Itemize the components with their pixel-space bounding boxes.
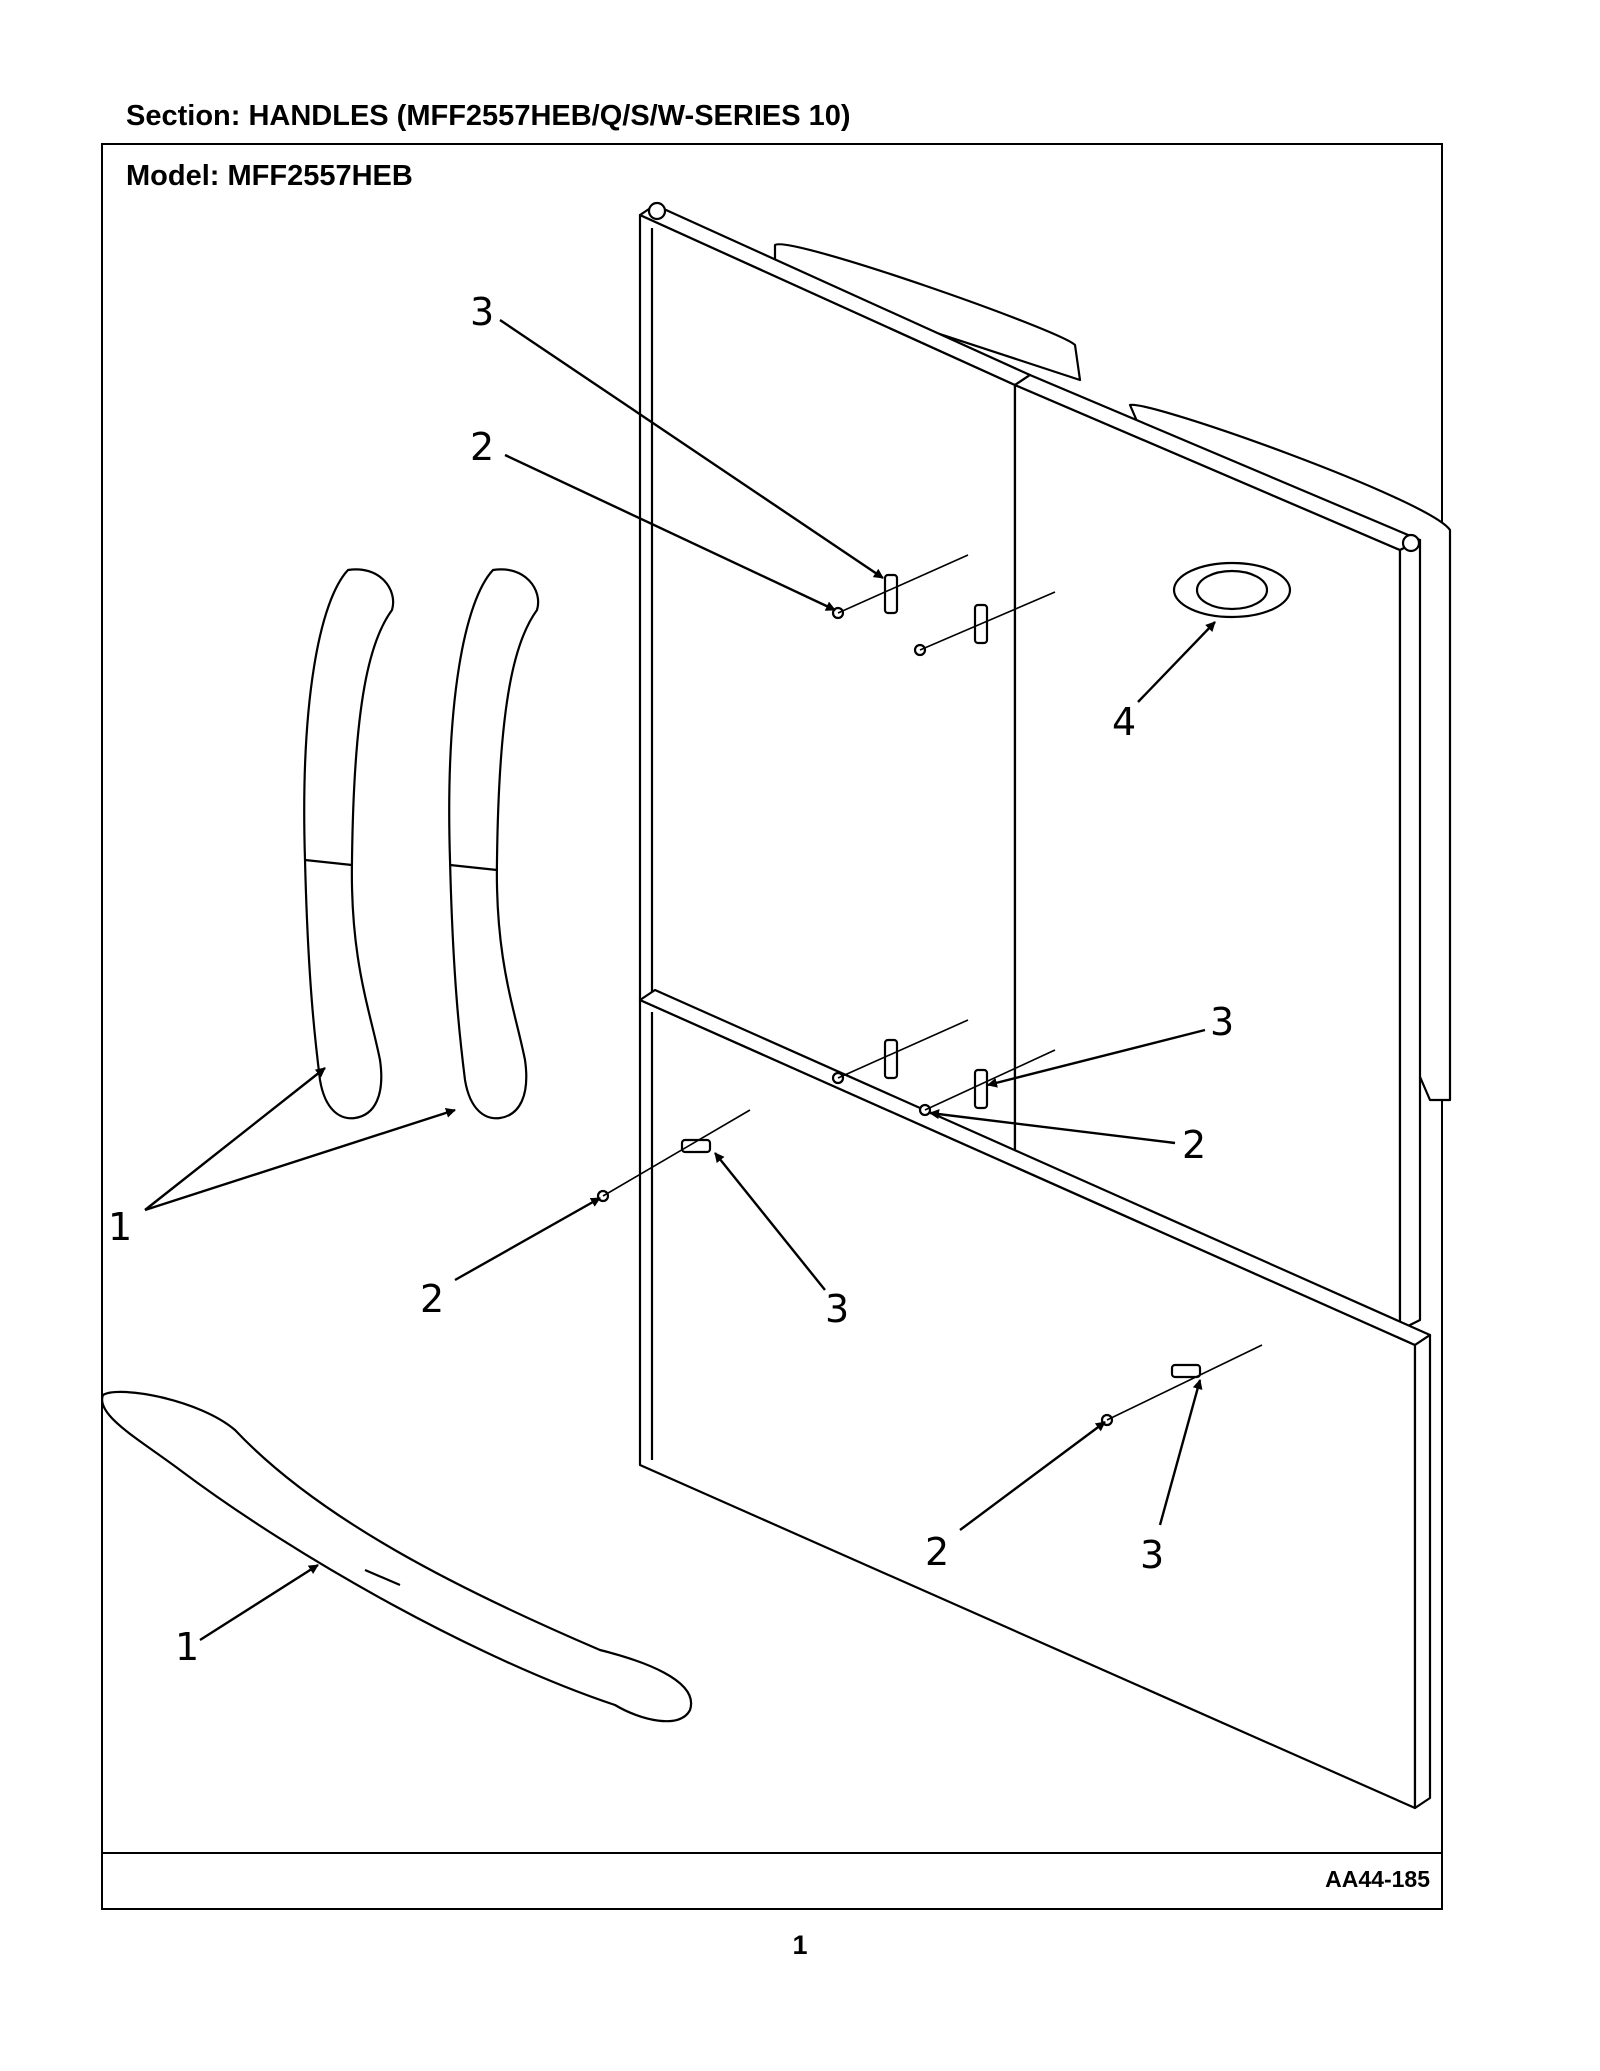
- left-door-rear-edge: [773, 243, 1082, 382]
- bracket-drawer-left: [680, 1138, 712, 1154]
- leader-screw-top-left: [504, 453, 836, 612]
- callout-handle-bottom: 1: [175, 1625, 199, 1669]
- axis-drawer-left: [602, 1109, 751, 1197]
- callout-bracket-drawer-left: 3: [825, 1287, 849, 1331]
- section-title: Section: HANDLES (MFF2557HEB/Q/S/W-SERIE…: [126, 100, 851, 132]
- drawer-handle-seam: [364, 1568, 401, 1587]
- callout-handle-left: 1: [108, 1205, 132, 1249]
- drawer-handle: [100, 1390, 693, 1723]
- center-door-handle-seam: [449, 863, 498, 872]
- callout-screw-drawer-right: 2: [925, 1530, 949, 1574]
- bracket-mid-right-door: [973, 1068, 989, 1110]
- callout-screw-drawer-left: 2: [420, 1277, 444, 1321]
- leader-bracket-drawer-left: [714, 1152, 826, 1291]
- page-number: 1: [792, 1930, 808, 1960]
- left-door-handle-seam: [304, 858, 353, 867]
- callout-bracket-top-left: 3: [470, 290, 494, 334]
- leader-screw-mid-right: [929, 1109, 1176, 1145]
- right-hinge-cap: [1401, 533, 1421, 553]
- axis-top-left: [837, 554, 969, 614]
- leader-handle-left-a: [144, 1067, 326, 1211]
- callout-screw-top-left: 2: [470, 425, 494, 469]
- leader-screw-drawer-left: [454, 1196, 601, 1282]
- axis-drawer-right: [1106, 1344, 1263, 1421]
- leader-bracket-drawer-right: [1158, 1379, 1203, 1526]
- leader-handle-bottom: [199, 1563, 319, 1642]
- axis-top-right: [919, 591, 1056, 651]
- bracket-mid-left-door: [883, 1038, 899, 1080]
- bracket-top-left-door: [883, 573, 899, 615]
- left-door-handle: [303, 568, 395, 1120]
- left-hinge-cap: [647, 201, 667, 221]
- freezer-drawer-side-edge: [1413, 1333, 1432, 1810]
- leader-bracket-mid-right: [987, 1028, 1206, 1088]
- axis-mid-left: [837, 1019, 969, 1079]
- model-label: Model: MFF2557HEB: [126, 160, 413, 192]
- leader-bracket-top-left: [499, 319, 884, 579]
- leader-emblem: [1137, 621, 1216, 703]
- diagram-code: AA44-185: [1325, 1866, 1430, 1892]
- emblem-badge: [1195, 569, 1269, 611]
- right-door-side-edge: [1398, 538, 1422, 1332]
- center-door-handle: [448, 568, 540, 1120]
- footer-divider: [101, 1852, 1443, 1854]
- leader-handle-left-b: [144, 1108, 456, 1212]
- leader-screw-drawer-right: [959, 1421, 1106, 1531]
- callout-screw-mid-right: 2: [1182, 1123, 1206, 1167]
- callout-bracket-drawer-right: 3: [1140, 1533, 1164, 1577]
- bracket-drawer-right: [1170, 1363, 1202, 1379]
- callout-emblem: 4: [1112, 700, 1136, 744]
- callout-bracket-mid-right: 3: [1210, 1000, 1234, 1044]
